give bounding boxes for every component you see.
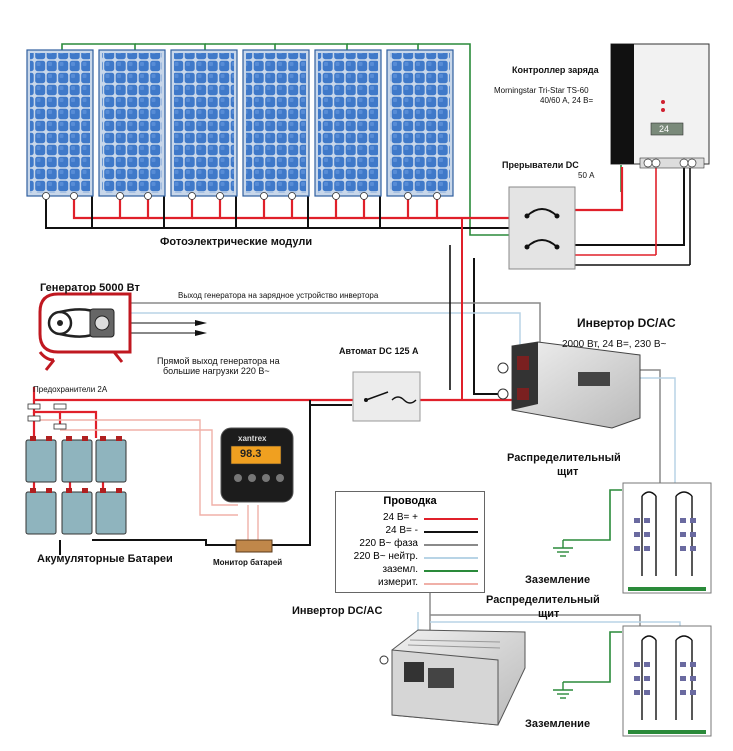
inverter-1 (497, 341, 641, 429)
generator-label: Генератор 5000 Вт (40, 282, 140, 294)
pv-panel-4 (242, 49, 310, 197)
ground-wires (61, 43, 622, 683)
measure-wires (34, 419, 259, 545)
charge-controller (610, 43, 710, 169)
ground-symbol-2 (553, 682, 573, 699)
legend-item-neutral: 220 В~ нейтр. (340, 551, 480, 563)
inverter-1-title: Инвертор DC/AC (577, 316, 676, 330)
wiring-legend: Проводка 24 В= + 24 В= - 220 В~ фаза 220… (335, 491, 485, 593)
ground-symbol-1 (553, 540, 573, 557)
legend-item-phase: 220 В~ фаза (340, 538, 480, 550)
dc-breakers-50a (508, 186, 576, 270)
controller-display: 24 (659, 124, 670, 134)
generator-to-inverter-label: Выход генератора на зарядное устройство … (178, 291, 379, 300)
panel-terminals (42, 192, 441, 200)
dc-breakers-rating: 50 А (578, 171, 595, 180)
legend-item-negative: 24 В= - (340, 525, 480, 537)
fuses (27, 403, 67, 430)
pv-panel-2 (98, 49, 166, 197)
negative-wires (45, 167, 685, 555)
inverter-1-rating: 2000 Вт, 24 В=, 230 В~ (562, 339, 667, 350)
fuses-label: Предохранители 2А (33, 385, 108, 394)
generator-direct-line2: большие нагрузки 220 В~ (163, 366, 270, 376)
battery-monitor (220, 427, 294, 553)
legend-item-positive: 24 В= + (340, 512, 480, 524)
distribution-board-2 (622, 625, 712, 737)
controller-model: Morningstar Tri-Star TS-60 (494, 86, 589, 95)
controller-rating: 40/60 А, 24 В= (540, 96, 594, 105)
pv-panel-1 (26, 49, 94, 197)
batteries-label: Акумуляторные Батареи (37, 553, 173, 565)
dc-breaker-125a-label: Автомат DC 125 А (339, 346, 419, 356)
dc-breaker-125a (352, 371, 421, 422)
inverter-2-title: Инвертор DC/AC (292, 605, 383, 617)
batteries (25, 436, 127, 535)
distribution-1-line1: Распределительный (507, 452, 621, 464)
monitor-display: 98.3 (240, 448, 262, 460)
legend-item-measure: измерит. (340, 577, 480, 589)
inverter-2 (379, 629, 526, 726)
dc-vertical-runs (449, 167, 691, 400)
distribution-2-line1: Распределительный (486, 594, 600, 606)
ground-1-label: Заземление (525, 574, 591, 586)
monitor-brand: xantrex (238, 434, 267, 443)
ground-2-label: Заземление (525, 718, 591, 730)
pv-panel-3 (170, 49, 238, 197)
dc-breakers-label: Прерыватели DC (502, 160, 579, 170)
pv-modules-label: Фотоэлектрические модули (160, 236, 313, 248)
controller-title: Контроллер заряда (512, 65, 599, 75)
pv-panels (26, 49, 454, 200)
pv-panel-5 (314, 49, 382, 197)
distribution-2-line2: щит (538, 608, 560, 620)
generator-direct-line1: Прямой выход генератора на (157, 356, 280, 366)
battery-monitor-label: Монитор батарей (213, 558, 283, 567)
pv-panel-6 (386, 49, 454, 197)
generator (38, 292, 207, 371)
legend-item-ground: заземл. (340, 564, 480, 576)
distribution-board-1 (622, 482, 712, 594)
legend-title: Проводка (383, 495, 437, 507)
distribution-1-line2: щит (557, 466, 579, 478)
